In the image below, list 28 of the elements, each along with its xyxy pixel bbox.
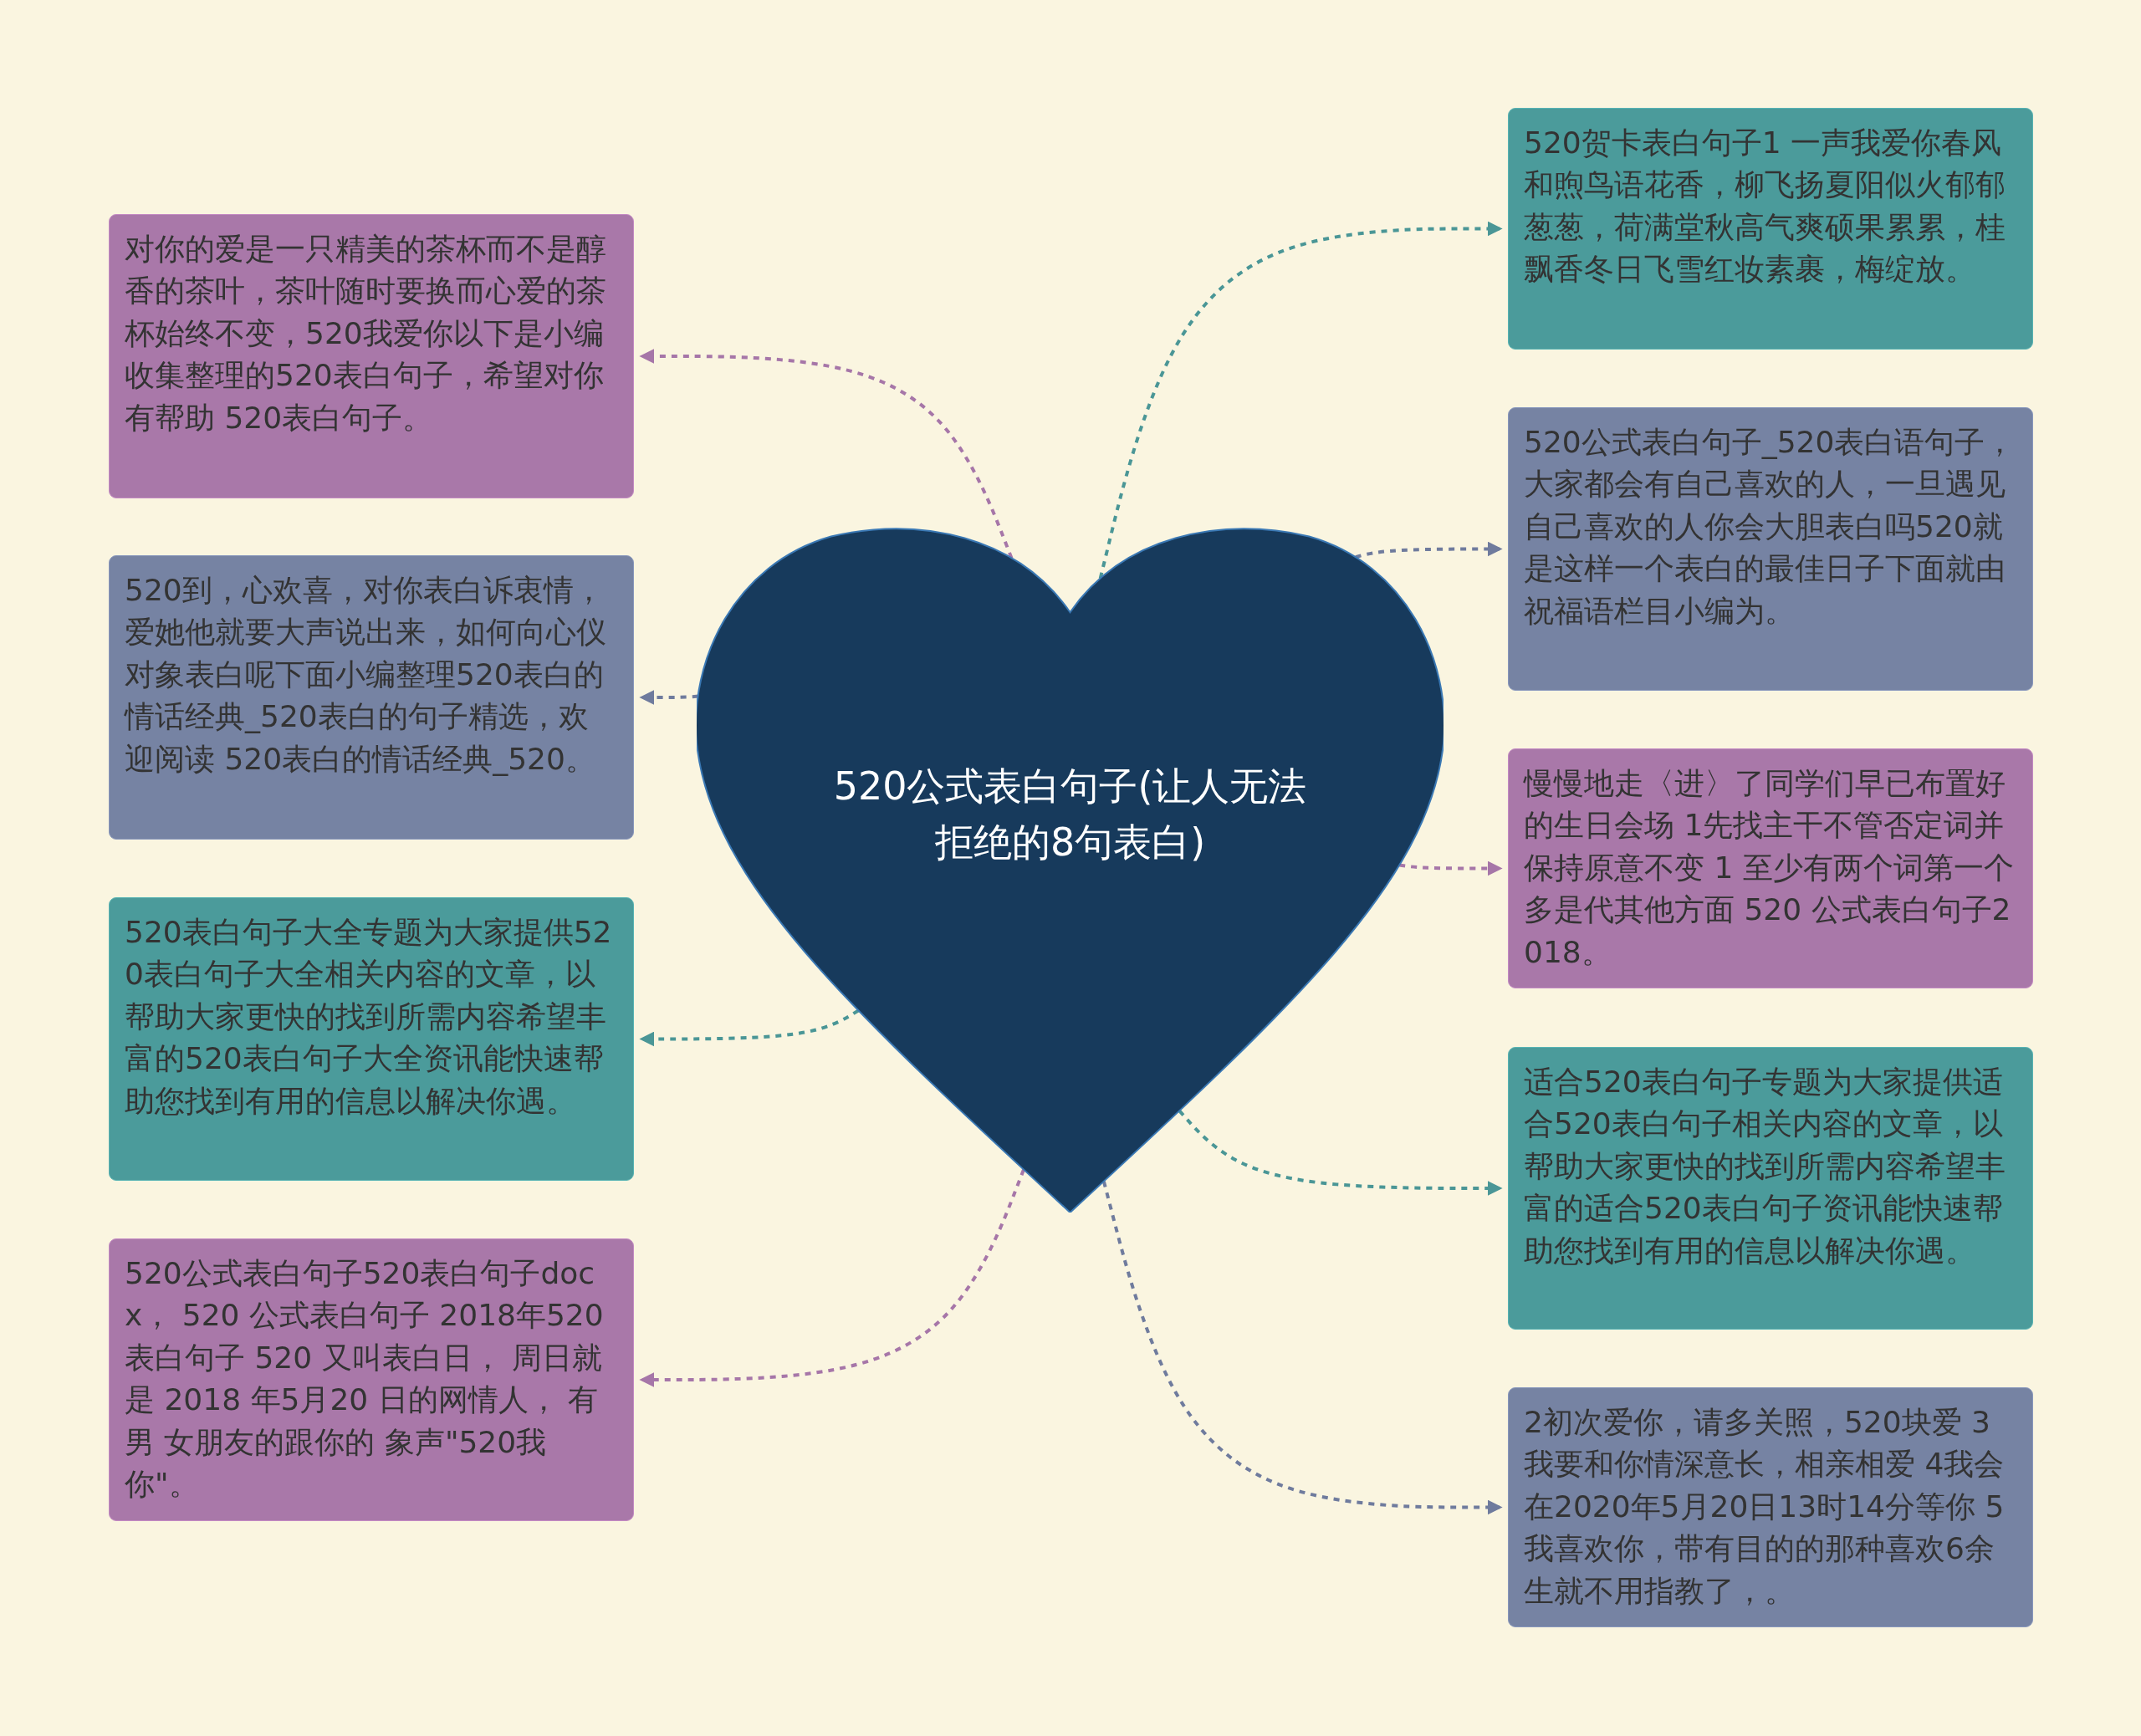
text-card — [1508, 108, 2033, 350]
text-card — [109, 555, 634, 840]
text-card — [1508, 748, 2033, 988]
arrow — [1178, 1110, 1503, 1196]
arrow — [639, 1008, 860, 1047]
arrow — [639, 690, 698, 705]
card-text: 慢慢地走〈进〉了同学们早已布置好的生日会场 1先找主干不管否定词并保持原意不变 1 至少有两个词第一个多是代其他方面 520 公式表白句子2018。 — [1524, 765, 2015, 971]
card-text: 520公式表白句子_520表白语句子，大家都会有自己喜欢的人，一旦遇见自己喜欢的人你会大胆表白吗520就是这样一个表白的最佳日子下面就由祝福语栏目小编为。 — [1524, 424, 2016, 630]
card-text: 520到，心欢喜，对你表白诉衷情，爱她他就要大声说出来，如何向心仪对象表白呢下面小编整理520表白的情话经典_520表白的句子精选，欢迎阅读 520表白的情话经典_520。 — [125, 572, 607, 778]
arrow — [1098, 221, 1503, 580]
text-card — [109, 1238, 634, 1521]
text-card — [109, 214, 634, 498]
text-card — [109, 897, 634, 1181]
text-card — [1508, 1387, 2033, 1627]
title-text: 520公式表白句子(让人无法拒绝的8句表白) — [832, 763, 1308, 866]
arrow — [639, 1168, 1025, 1387]
text-card — [1508, 407, 2033, 691]
card-text: 520表白句子大全专题为大家提供520表白句子大全相关内容的文章，以帮助大家更快的找到所需内容希望丰富的520表白句子大全资讯能快速帮助您找到有用的信息以解决你遇。 — [125, 914, 613, 1120]
card-text: 对你的爱是一只精美的茶杯而不是醇香的茶叶，茶叶随时要换而心爱的茶杯始终不变，520我爱你以下是小编收集整理的520表白句子，希望对你有帮助 520表白句子。 — [125, 231, 607, 437]
text-card — [1508, 1047, 2033, 1330]
card-text: 适合520表白句子专题为大家提供适合520表白句子相关内容的文章，以帮助大家更快的找到所需内容希望丰富的适合520表白句子资讯能快速帮助您找到有用的信息以解决你遇。 — [1524, 1064, 2006, 1269]
arrow — [1101, 1181, 1503, 1515]
card-text: 2初次爱你，请多关照，520块爱 3我要和你情深意长，相亲相爱 4我会在2020年5月20日13时14分等你 5我喜欢你，带有目的的那种喜欢6余生就不用指教了，。 — [1524, 1404, 2006, 1610]
card-text: 520公式表白句子520表白句子docx， 520 公式表白句子 2018年520 表白句子 520 又叫表白日， 周日就是 2018 年5月20 日的网情人， 有男 女朋友的跟你的 象声"520我你"。 — [125, 1255, 605, 1503]
arrow — [1399, 860, 1503, 876]
arrow — [1355, 541, 1503, 559]
card-text: 520贺卡表白句子1 一声我爱你春风和煦鸟语花香，柳飞扬夏阳似火郁郁葱葱，荷满堂秋高气爽硕果累累，桂飘香冬日飞雪红妆素裹，梅绽放。 — [1524, 125, 2006, 288]
arrow — [639, 349, 1014, 559]
